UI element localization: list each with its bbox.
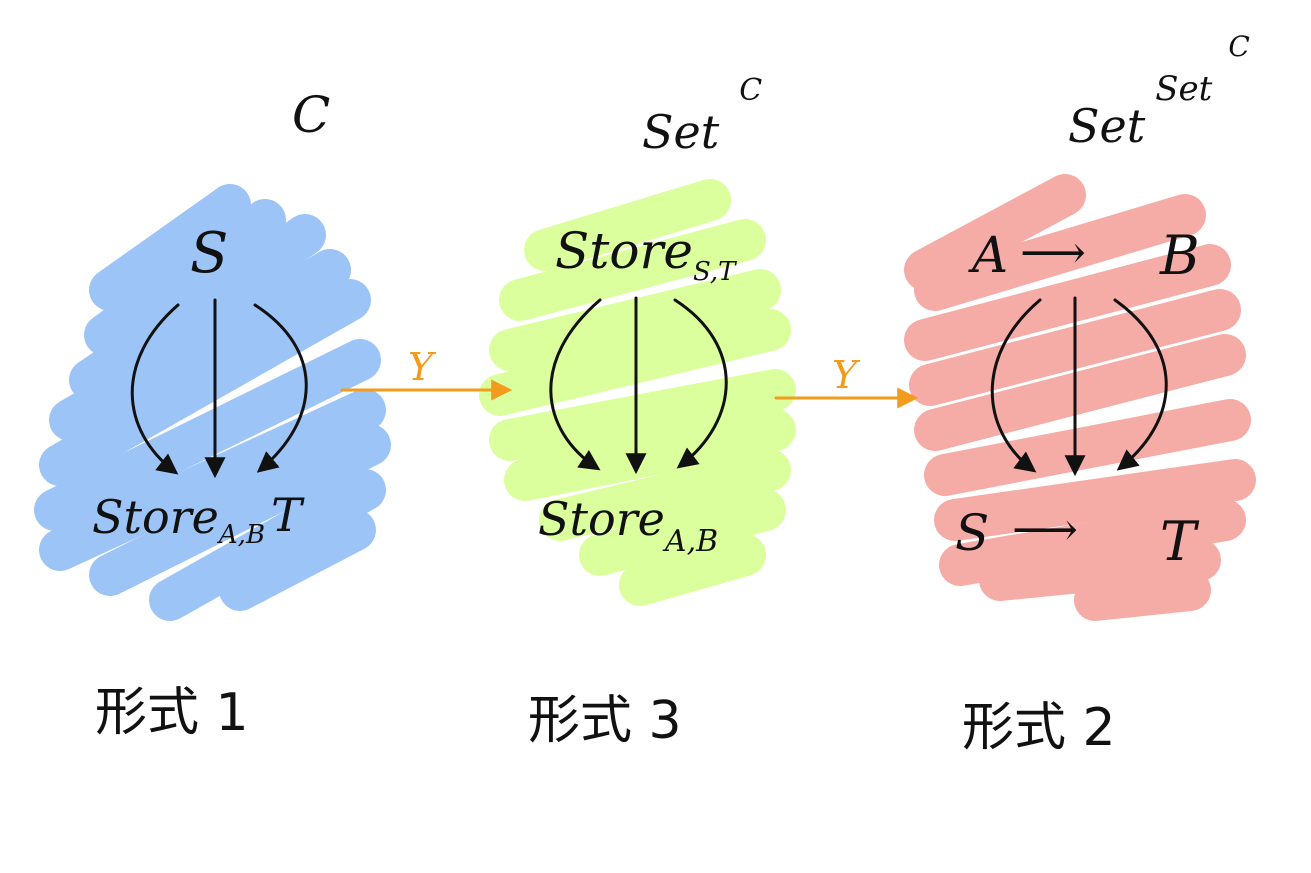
panel3-category-superscript2: C: [1228, 30, 1249, 63]
panel1-bottom-suffix: T: [271, 488, 305, 542]
panel1-scribble: [34, 184, 391, 621]
panel2-arrow-right: [673, 298, 728, 469]
panel3-bottom-right: T: [1160, 510, 1200, 573]
panel2-top-object: StoreS,T: [555, 222, 737, 287]
panel3-category-superscript: Set: [1155, 69, 1212, 109]
panel2-top-subscript: S,T: [693, 257, 737, 287]
panel3-caption: 形式 2: [962, 698, 1116, 758]
panel2-category-name: Set: [642, 105, 720, 159]
panel2-arrows: [549, 296, 728, 475]
panel1-arrow-left: [130, 303, 180, 475]
panel2-caption: 形式 3: [528, 691, 682, 751]
panel3-scribble: [904, 174, 1256, 621]
panel1-arrow-right: [253, 303, 308, 473]
functor1-label: Y: [408, 345, 437, 389]
functor2-label: Y: [832, 353, 861, 397]
panel3-arrows: [990, 296, 1168, 477]
panel3-top-arrow: ⟶: [1020, 225, 1086, 279]
panel1-top-object: S: [190, 221, 228, 286]
panel3-arrow-right: [1113, 298, 1168, 471]
panel3-bottom-arrow: ⟶: [1012, 502, 1078, 556]
panel1-arrows: [130, 298, 308, 479]
panel3-arrow-left: [990, 298, 1042, 473]
panel1-bottom-name: Store: [92, 490, 219, 544]
panel2-top-name: Store: [555, 222, 693, 280]
panel2-category: Set C: [642, 73, 762, 159]
panel2-bottom-name: Store: [538, 492, 665, 546]
panel1-bottom-subscript: A,B: [217, 520, 265, 550]
panel3-category: SetSet C: [1068, 30, 1250, 153]
panel3-top-right: B: [1159, 224, 1200, 287]
panel2-arrow-left: [549, 298, 602, 471]
panel3-bottom-left: S: [955, 504, 989, 562]
panel3-top-left: A: [968, 226, 1008, 284]
panel2-bottom-object: StoreA,B: [538, 492, 718, 559]
panel1-caption: 形式 1: [95, 683, 249, 743]
panel2-category-superscript: C: [739, 73, 762, 108]
panel3-category-name: Set: [1068, 99, 1146, 153]
panel2-bottom-subscript: A,B: [662, 524, 718, 559]
panel1-category: C: [292, 86, 330, 144]
